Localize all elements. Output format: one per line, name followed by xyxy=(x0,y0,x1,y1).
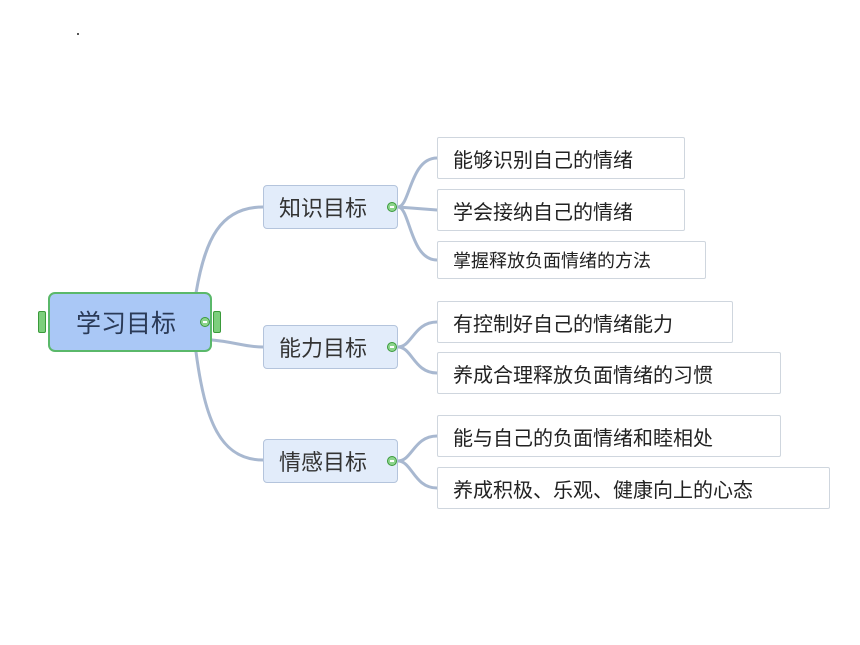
connector-ability-leaf-1 xyxy=(396,320,439,349)
leaf-label: 养成积极、乐观、健康向上的心态 xyxy=(453,477,753,502)
branch-knowledge-label: 知识目标 xyxy=(279,197,368,222)
branch-emotion-label: 情感目标 xyxy=(279,451,368,476)
root-collapse-right-icon[interactable] xyxy=(213,311,221,333)
branch-emotion-toggle-icon[interactable] xyxy=(387,456,397,466)
connector-emotion-leaf-1 xyxy=(396,434,439,463)
branch-ability-label: 能力目标 xyxy=(279,337,368,362)
root-topic-label: 学习目标 xyxy=(75,309,176,338)
leaf-emotion-1[interactable]: 能与自己的负面情绪和睦相处 xyxy=(437,415,781,457)
leaf-label: 学会接纳自己的情绪 xyxy=(453,199,633,224)
connector-ability-leaf-2 xyxy=(396,345,439,375)
leaf-knowledge-1[interactable]: 能够识别自己的情绪 xyxy=(437,137,685,179)
branch-emotion[interactable]: 情感目标 xyxy=(263,439,398,483)
root-collapse-left-icon[interactable] xyxy=(38,311,46,333)
connector-emotion-leaf-2 xyxy=(396,459,439,490)
leaf-label: 有控制好自己的情绪能力 xyxy=(453,311,673,336)
connector-knowledge-leaf-1 xyxy=(396,156,439,209)
leaf-ability-2[interactable]: 养成合理释放负面情绪的习惯 xyxy=(437,352,781,394)
leaf-label: 能够识别自己的情绪 xyxy=(453,147,633,172)
connector-root-knowledge xyxy=(194,205,265,295)
leaf-label: 能与自己的负面情绪和睦相处 xyxy=(453,425,713,450)
connector-knowledge-leaf-3 xyxy=(396,205,439,262)
stray-dot xyxy=(77,33,79,35)
root-toggle-icon[interactable] xyxy=(200,317,210,327)
leaf-emotion-2[interactable]: 养成积极、乐观、健康向上的心态 xyxy=(437,467,830,509)
branch-knowledge-toggle-icon[interactable] xyxy=(387,202,397,212)
branch-ability-toggle-icon[interactable] xyxy=(387,342,397,352)
leaf-label: 养成合理释放负面情绪的习惯 xyxy=(453,362,713,387)
connector-knowledge-leaf-2 xyxy=(396,205,439,212)
branch-knowledge[interactable]: 知识目标 xyxy=(263,185,398,229)
root-topic[interactable]: 学习目标 xyxy=(48,292,212,352)
leaf-knowledge-3[interactable]: 掌握释放负面情绪的方法 xyxy=(437,241,706,279)
connector-root-ability xyxy=(210,338,265,349)
leaf-knowledge-2[interactable]: 学会接纳自己的情绪 xyxy=(437,189,685,231)
connector-root-emotion xyxy=(194,350,265,462)
branch-ability[interactable]: 能力目标 xyxy=(263,325,398,369)
leaf-label: 掌握释放负面情绪的方法 xyxy=(453,251,651,272)
leaf-ability-1[interactable]: 有控制好自己的情绪能力 xyxy=(437,301,733,343)
